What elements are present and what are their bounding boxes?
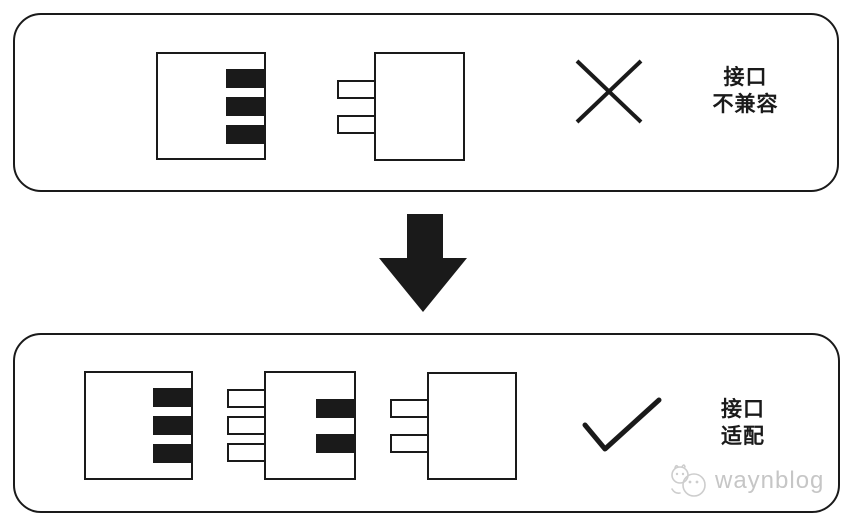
slot bbox=[226, 68, 264, 88]
slot bbox=[153, 388, 191, 407]
down-arrow-icon bbox=[379, 214, 467, 312]
panel-adapted bbox=[13, 333, 840, 513]
slot bbox=[153, 416, 191, 435]
socket-slots bbox=[86, 373, 191, 478]
prong bbox=[227, 389, 266, 408]
socket-slots bbox=[158, 54, 264, 158]
label-incompatible-line1: 接口 bbox=[723, 66, 768, 89]
plug-2-prongs bbox=[390, 372, 429, 480]
label-adapted-line2: 适配 bbox=[721, 425, 765, 448]
slot bbox=[316, 398, 354, 418]
socket-3-slot bbox=[156, 52, 266, 160]
prong bbox=[390, 399, 429, 418]
prong bbox=[227, 416, 266, 435]
slot bbox=[226, 124, 264, 144]
adapter-prongs bbox=[227, 371, 266, 480]
slot bbox=[226, 96, 264, 116]
prong bbox=[227, 443, 266, 462]
slot bbox=[316, 433, 354, 453]
check-mark-icon bbox=[582, 397, 662, 452]
prong bbox=[337, 79, 376, 99]
panel-incompatible bbox=[13, 13, 839, 192]
adapter-body bbox=[264, 371, 356, 480]
socket-3-slot bbox=[84, 371, 193, 480]
label-adapted: 接口 适配 bbox=[688, 396, 798, 450]
plug-2-body bbox=[427, 372, 517, 480]
plug-2-body bbox=[374, 52, 465, 161]
prong bbox=[390, 434, 429, 453]
label-incompatible: 接口 不兼容 bbox=[688, 64, 803, 118]
x-mark-icon bbox=[575, 59, 643, 124]
watermark: waynblog bbox=[668, 462, 824, 500]
label-incompatible-line2: 不兼容 bbox=[712, 93, 779, 116]
plug-2-prongs bbox=[337, 52, 376, 161]
prong bbox=[337, 114, 376, 134]
slot bbox=[153, 444, 191, 463]
watermark-text: waynblog bbox=[715, 467, 825, 494]
adapter-slots bbox=[266, 373, 354, 478]
label-adapted-line1: 接口 bbox=[721, 398, 765, 421]
doodle-mascot-icon bbox=[671, 464, 706, 497]
